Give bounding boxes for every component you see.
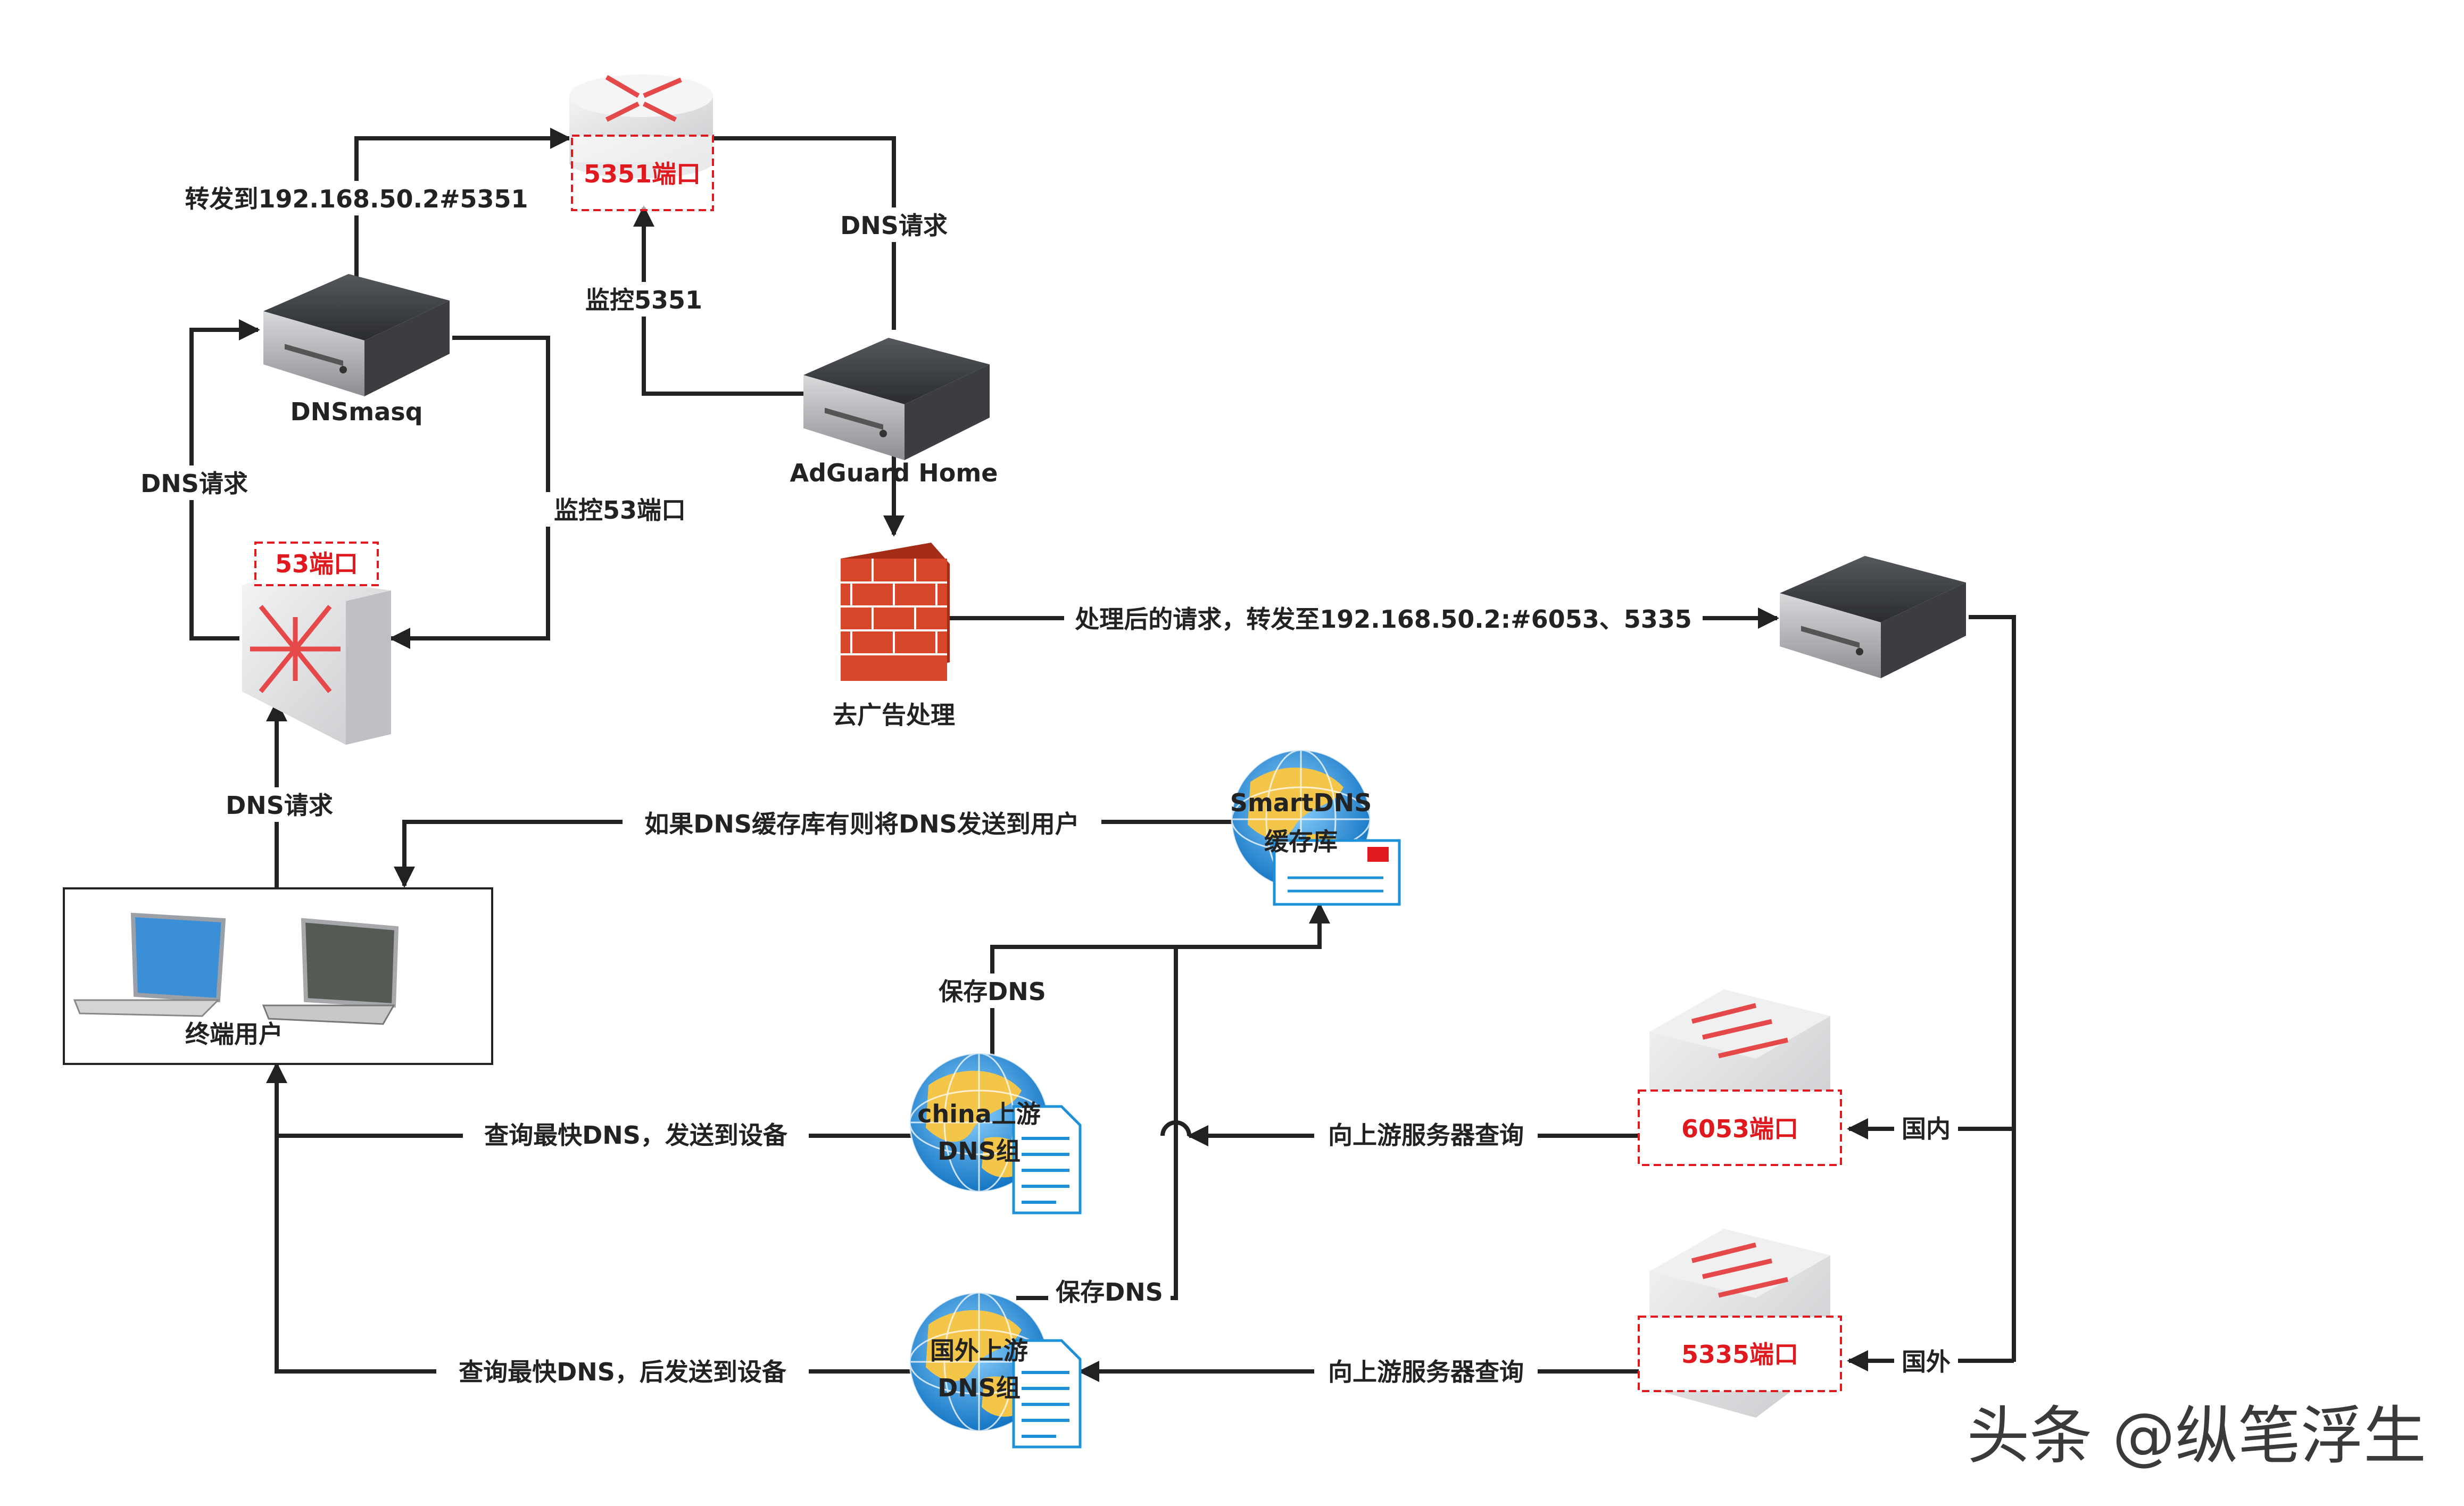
label-cache-to-users: 如果DNS缓存库有则将DNS发送到用户 [644,810,1080,838]
switch-port-label: 53端口 [275,550,358,578]
foreign-label-1: 国外上游 [930,1336,1028,1365]
label-monitor-5351: 监控5351 [585,286,702,314]
smartdns-cache: SmartDNS 缓存库 [1230,749,1401,906]
label-switch-to-dnsmasq: DNS请求 [140,469,248,498]
label-router-to-adguard: DNS请求 [840,211,948,240]
label-domestic: 国内 [1902,1114,1951,1143]
label-china-save: 保存DNS [939,977,1046,1006]
label-foreign-save: 保存DNS [1056,1278,1163,1307]
port-5335-switch: 5335端口 [1638,1229,1842,1418]
watermark: 头条 @纵笔浮生 [1967,1399,2426,1472]
laptop-icon-dark [262,918,399,1025]
china-label-2: DNS组 [938,1137,1021,1166]
label-5335-to-foreign: 向上游服务器查询 [1328,1358,1524,1386]
port-6053-box [1638,1089,1842,1166]
mail-icon [1273,839,1401,906]
foreign-label-2: DNS组 [938,1374,1021,1402]
adguard-label: AdGuard Home [790,459,998,487]
edge-labels: 转发到192.168.50.2#5351 DNS请求 监控5351 DNS请求 … [128,181,1958,1388]
firewall-label: 去广告处理 [833,701,955,729]
switch-arrows-icon [1691,1003,1789,1059]
edge-dnsmasq-to-router [354,128,571,282]
switch-53: 53端口 [242,542,391,745]
adguard-server: AdGuard Home [790,338,998,487]
switch-port-box [254,542,379,586]
label-monitor-53: 监控53端口 [554,496,686,525]
dnsmasq-label: DNSmasq [290,397,422,426]
china-label-1: china上游 [917,1100,1041,1128]
laptop-icon [73,912,226,1017]
smartdns-label-1: SmartDNS [1230,788,1372,817]
router-port-label: 5351端口 [584,160,701,188]
router-port-box [571,135,714,211]
label-foreign: 国外 [1902,1347,1951,1376]
port-6053-label: 6053端口 [1681,1114,1798,1143]
label-dnsmasq-to-router: 转发到192.168.50.2#5351 [185,185,528,213]
forward-server [1780,556,1966,678]
label-users-to-switch: DNS请求 [226,791,333,820]
port-5335-label: 5335端口 [1681,1340,1798,1369]
port-5335-box [1638,1316,1842,1392]
firewall: 去广告处理 [833,543,955,729]
edge-dnsmasq-monitor-53 [389,336,550,649]
router-arrows-icon [605,75,682,122]
port-6053-switch: 6053端口 [1638,989,1842,1166]
label-firewall-to-server: 处理后的请求，转发至192.168.50.2:#6053、5335 [1075,605,1691,634]
edge-router-to-adguard [713,136,896,330]
smartdns-label-2: 缓存库 [1264,827,1338,856]
switch-arrows-icon [250,605,341,693]
foreign-dns-group: 国外上游 DNS组 [909,1292,1080,1447]
switch-arrows-icon [1691,1242,1789,1298]
edges [189,128,2016,1382]
label-foreign-to-users: 查询最快DNS，后发送到设备 [459,1358,787,1386]
end-users: 终端用户 [63,887,493,1065]
edge-foreign-to-users [275,1136,915,1374]
users-label: 终端用户 [185,1020,283,1049]
china-dns-group: china上游 DNS组 [909,1052,1080,1213]
edge-adguard-to-router [633,205,803,396]
label-china-to-users: 查询最快DNS，发送到设备 [484,1121,788,1150]
router-5351: 5351端口 [569,74,714,211]
dnsmasq-server: DNSmasq [263,274,450,426]
edge-server-branch [1969,615,2016,1362]
label-6053-to-china: 向上游服务器查询 [1328,1121,1524,1150]
